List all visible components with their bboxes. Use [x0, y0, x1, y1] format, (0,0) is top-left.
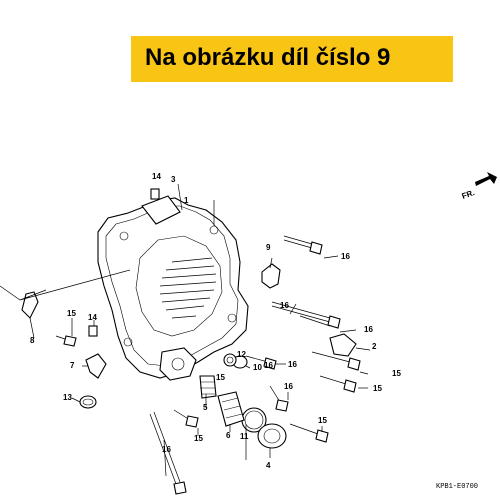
bolt-16-top	[283, 235, 323, 255]
callout-10: 10	[253, 363, 262, 372]
callout-15-right2: 15	[373, 384, 382, 393]
callout-15-bottom-right: 15	[318, 416, 327, 425]
callout-16-bottom: 16	[162, 445, 171, 454]
callout-1: 1	[184, 196, 189, 205]
bolt-15-bottom	[173, 409, 199, 428]
callout-5: 5	[203, 403, 208, 412]
callout-14-top: 14	[152, 172, 161, 181]
bracket-part-9	[261, 263, 281, 289]
cap-part-4	[257, 423, 287, 449]
bolt-15-right2	[319, 375, 357, 393]
callout-16-low: 16	[284, 382, 293, 391]
side-cover-assembly	[97, 195, 249, 381]
bolt-16-mid	[271, 301, 341, 329]
callout-15-center: 15	[216, 373, 225, 382]
bolt-15-bottom-right	[289, 423, 329, 443]
bolt-16-right-low	[269, 385, 289, 412]
callout-12: 12	[237, 350, 246, 359]
callout-16-right: 16	[364, 325, 373, 334]
callout-15-left: 15	[67, 309, 76, 318]
strainer-part-5	[199, 375, 217, 399]
part-number-banner: Na obrázku díl číslo 9	[131, 36, 453, 82]
callout-3: 3	[171, 175, 176, 184]
callout-16-top: 16	[341, 252, 350, 261]
callout-7: 7	[70, 361, 75, 370]
callout-16-center: 16	[288, 360, 297, 369]
callout-11: 11	[240, 432, 249, 441]
bolt-16-left	[245, 355, 277, 370]
bolt-16-bottom	[149, 411, 187, 495]
breather-part-7	[85, 353, 107, 379]
dowel-part-14-top	[150, 188, 160, 200]
callout-4: 4	[266, 461, 271, 470]
banner-text: Na obrázku díl číslo 9	[145, 44, 391, 71]
drawing-code: KPB1-E0700	[436, 483, 478, 491]
front-direction-arrow: FR.	[461, 172, 497, 201]
callout-9: 9	[266, 243, 271, 252]
callout-8: 8	[30, 336, 35, 345]
ring-part-12	[223, 353, 237, 367]
callout-labels: 1 2 3 4 5 6 7 8 9 10 11 12 13 14 14 15 1…	[30, 172, 401, 470]
callout-15-bottom: 15	[194, 434, 203, 443]
ring-part-11	[241, 407, 267, 433]
bolt-16-side	[299, 315, 331, 327]
callout-6: 6	[226, 431, 231, 440]
callout-2: 2	[372, 342, 377, 351]
dowel-part-14-left	[88, 325, 98, 337]
callout-15-right: 15	[392, 369, 401, 378]
filter-part-6	[217, 391, 245, 427]
leader-lines	[0, 183, 371, 477]
o-ring-part-13	[79, 395, 97, 409]
callout-16-mid: 16	[280, 301, 289, 310]
callout-14-left: 14	[88, 313, 97, 322]
bolt-15-left	[55, 335, 77, 347]
front-direction-label: FR.	[461, 188, 476, 201]
callout-16-extra: 16	[264, 361, 273, 370]
bolt-15-right	[311, 351, 361, 371]
clip-part-2	[329, 333, 357, 357]
callout-13: 13	[63, 393, 72, 402]
